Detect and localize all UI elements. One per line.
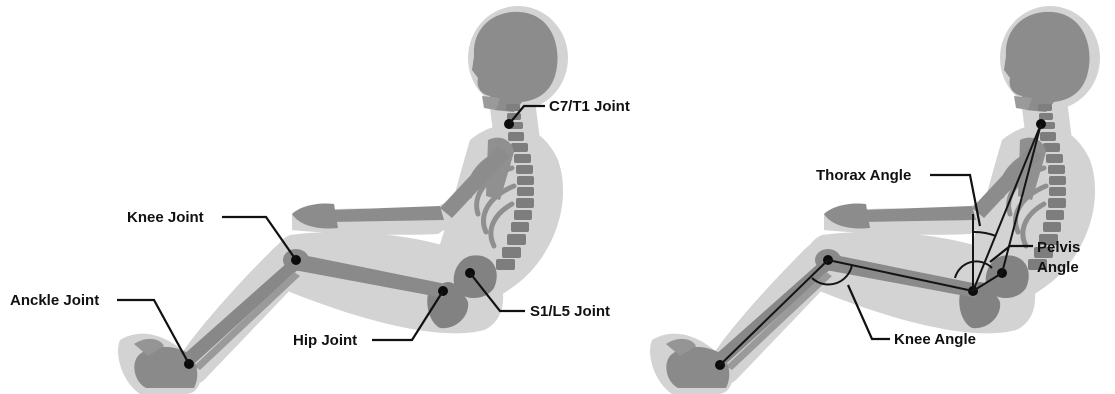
label-pelvis-angle-line1: Pelvis xyxy=(1037,239,1080,256)
label-knee-angle: Knee Angle xyxy=(894,331,976,348)
right-panel: Thorax Angle Pelvis Angle Knee Angle xyxy=(650,6,1100,394)
label-c7t1-joint: C7/T1 Joint xyxy=(549,98,630,115)
label-knee-joint: Knee Joint xyxy=(127,209,204,226)
label-s1l5-joint: S1/L5 Joint xyxy=(530,303,610,320)
label-thorax-angle: Thorax Angle xyxy=(816,167,911,184)
left-panel: C7/T1 Joint Knee Joint Anckle Joint Hip … xyxy=(10,6,630,394)
seated-skeleton-figure-right xyxy=(650,6,1100,394)
label-pelvis-angle-line2: Angle xyxy=(1037,259,1079,276)
label-hip-joint: Hip Joint xyxy=(293,332,357,349)
shank-segment xyxy=(720,260,828,365)
label-ankle-joint: Anckle Joint xyxy=(10,292,99,309)
